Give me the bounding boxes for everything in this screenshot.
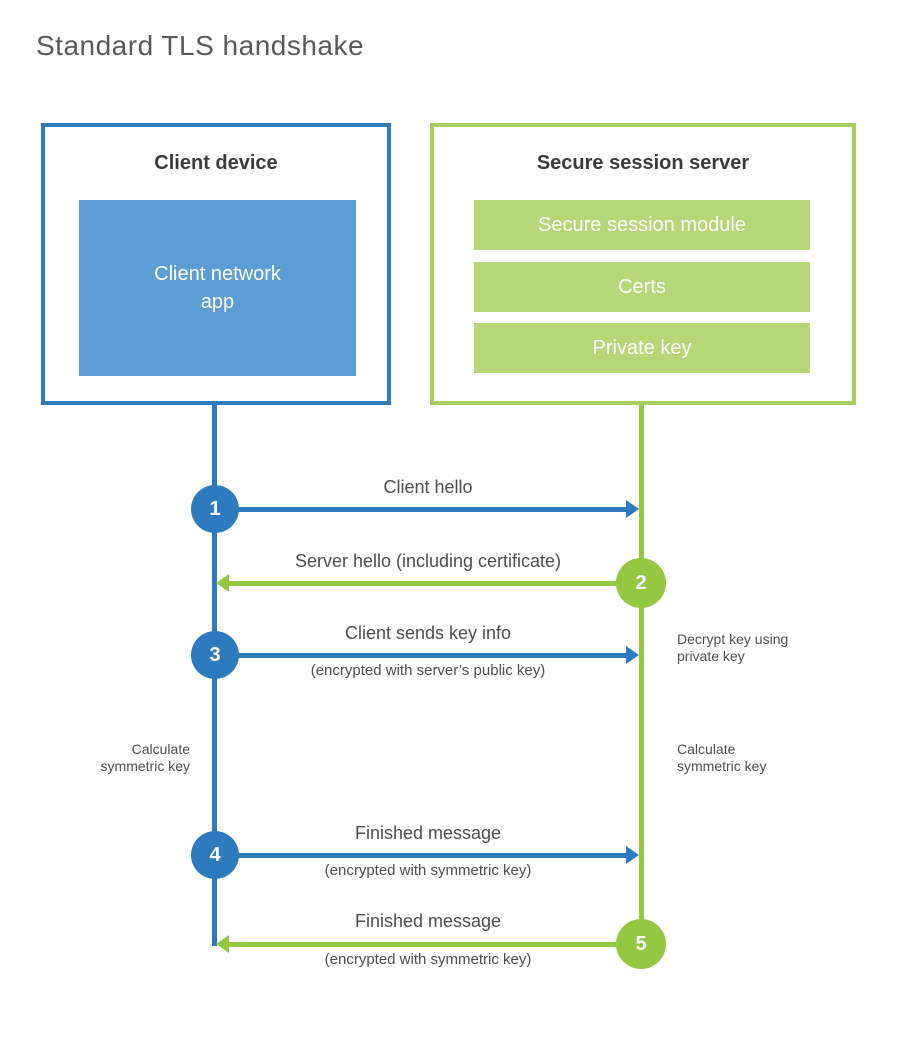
note-calculate-symmetric-key-right: Calculate symmetric key (677, 741, 767, 774)
step-4-badge: 4 (191, 831, 239, 879)
arrowhead-left-icon (216, 574, 229, 592)
step-2-label: Server hello (including certificate) (294, 551, 562, 571)
server-heading: Secure session server (536, 152, 750, 174)
bar-certs: Certs (474, 262, 810, 312)
step-4-sublabel: (encrypted with symmetric key) (324, 862, 532, 879)
step-4-label: Finished message (354, 823, 502, 843)
client-network-app-box: Client network app (79, 200, 356, 376)
step-3-label: Client sends key info (344, 623, 512, 643)
page-title: Standard TLS handshake (36, 30, 365, 61)
step-5-label: Finished message (354, 911, 502, 931)
step-4-arrow (215, 853, 627, 858)
step-5-badge: 5 (616, 919, 666, 969)
bar-secure-session-module: Secure session module (474, 200, 810, 250)
client-device-heading: Client device (154, 152, 278, 174)
step-1-badge: 1 (191, 485, 239, 533)
arrowhead-right-icon (626, 500, 639, 518)
note-decrypt-key: Decrypt key using private key (677, 631, 789, 664)
step-3-sublabel: (encrypted with server’s public key) (310, 662, 546, 679)
arrowhead-right-icon (626, 646, 639, 664)
step-1-label: Client hello (383, 477, 473, 497)
step-3-badge: 3 (191, 631, 239, 679)
step-5-arrow (229, 942, 641, 947)
note-calculate-symmetric-key-left: Calculate symmetric key (100, 741, 190, 774)
step-2-badge: 2 (616, 558, 666, 608)
step-2-arrow (229, 581, 641, 586)
step-1-arrow (215, 507, 627, 512)
arrowhead-left-icon (216, 935, 229, 953)
bar-private-key: Private key (474, 323, 810, 373)
arrowhead-right-icon (626, 846, 639, 864)
server-lifeline (639, 405, 644, 944)
step-3-arrow (215, 653, 627, 658)
step-5-sublabel: (encrypted with symmetric key) (324, 951, 532, 968)
